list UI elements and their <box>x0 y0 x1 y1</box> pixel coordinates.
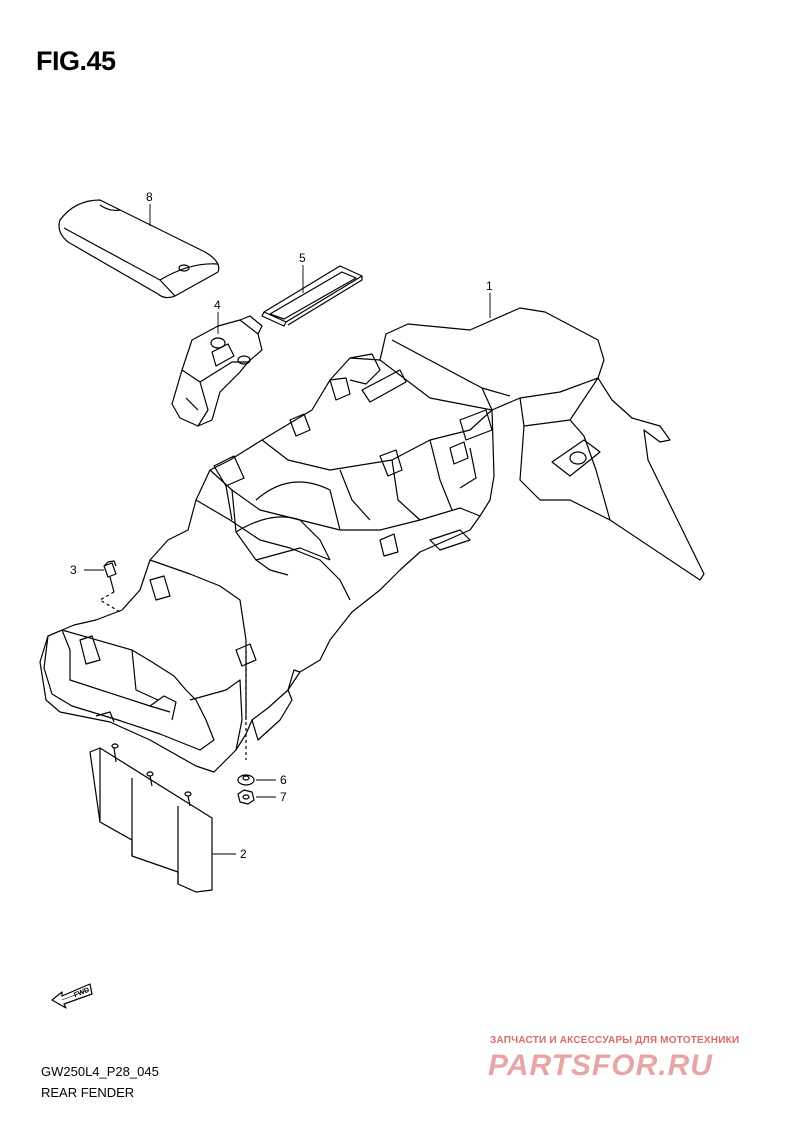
leader-lines <box>84 204 491 855</box>
fwd-arrow-icon <box>51 983 93 1009</box>
figure-title: FIG.45 <box>36 46 116 76</box>
mud-flap-part <box>89 743 213 893</box>
callout-4: 4 <box>214 298 221 312</box>
tool-bag-part <box>58 199 220 299</box>
callout-5: 5 <box>299 251 306 265</box>
callout-3: 3 <box>70 563 77 577</box>
watermark-subtitle: ЗАПЧАСТИ И АКСЕССУАРЫ ДЛЯ МОТОТЕХНИКИ <box>490 1035 740 1046</box>
callout-6: 6 <box>280 773 287 787</box>
battery-strap-part <box>261 265 363 327</box>
callout-1: 1 <box>486 279 493 293</box>
battery-holder-part <box>171 315 263 427</box>
watermark-brand: PARTSFOR.RU <box>488 1049 713 1082</box>
callout-7: 7 <box>280 790 287 804</box>
figure-code: GW250L4_P28_045 <box>41 1064 159 1079</box>
washer-part <box>237 774 255 786</box>
bolt-part <box>99 560 121 613</box>
nut-part <box>237 789 255 805</box>
rear-fender-part <box>39 307 705 773</box>
callout-8: 8 <box>146 190 153 204</box>
callout-2: 2 <box>240 847 247 861</box>
figure-name: REAR FENDER <box>41 1085 135 1100</box>
